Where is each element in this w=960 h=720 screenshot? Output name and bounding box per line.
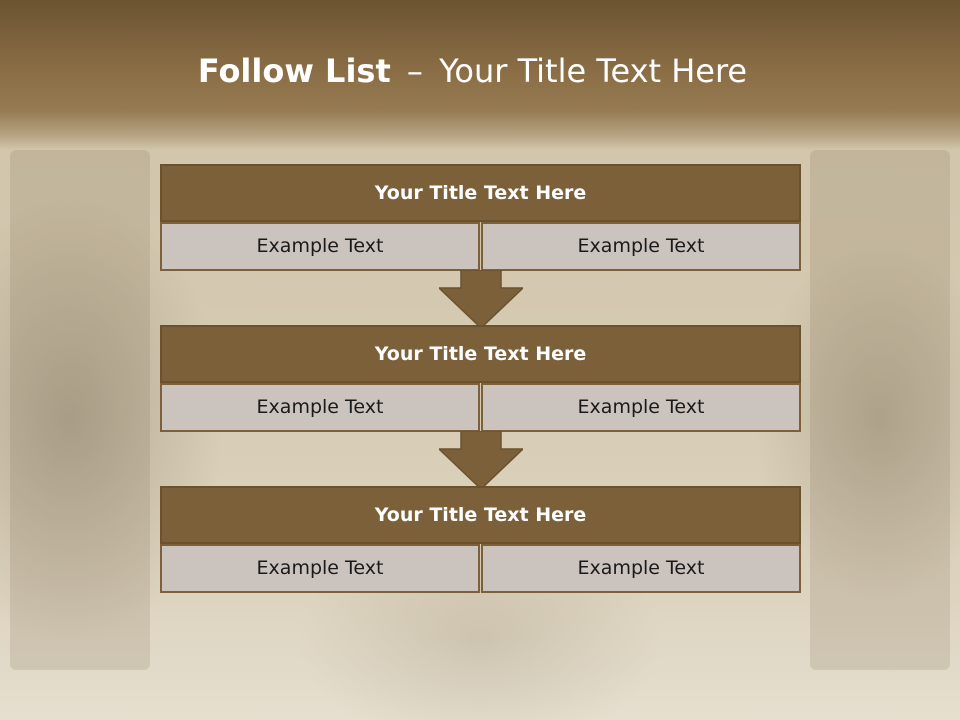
slide-title-rest: Your Title Text Here <box>439 52 748 90</box>
step-box-2: Your Title Text Here Example Text Exampl… <box>160 325 801 432</box>
step-cell-right: Example Text <box>481 544 801 593</box>
step-title: Your Title Text Here <box>160 486 801 544</box>
step-cell-left: Example Text <box>160 383 480 432</box>
step-box-3: Your Title Text Here Example Text Exampl… <box>160 486 801 593</box>
slide-title-bold: Follow List <box>197 52 391 90</box>
step-cell-right: Example Text <box>481 222 801 271</box>
slide-title: Follow List – Your Title Text Here <box>0 52 945 90</box>
down-arrow-icon <box>439 431 523 489</box>
step-cell-right: Example Text <box>481 383 801 432</box>
step-title: Your Title Text Here <box>160 164 801 222</box>
step-cell-left: Example Text <box>160 544 480 593</box>
step-box-1: Your Title Text Here Example Text Exampl… <box>160 164 801 271</box>
slide-title-separator: – <box>406 52 423 90</box>
background-texture <box>10 150 150 670</box>
background-texture <box>810 150 950 670</box>
step-title: Your Title Text Here <box>160 325 801 383</box>
down-arrow-icon <box>439 270 523 328</box>
step-cell-left: Example Text <box>160 222 480 271</box>
header-band <box>0 0 960 150</box>
